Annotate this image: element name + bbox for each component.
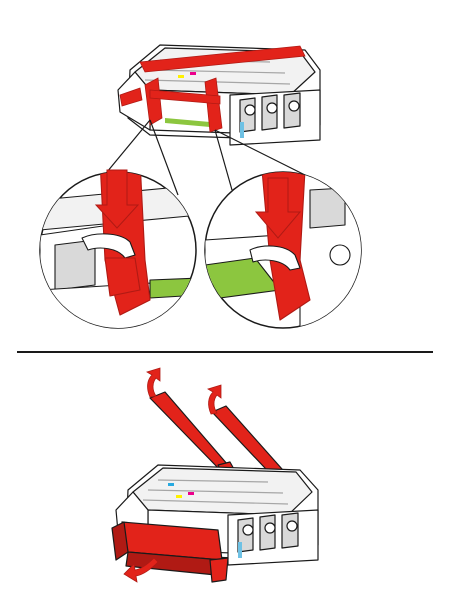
curved-arrow-icon xyxy=(207,384,222,415)
packing-straps-top xyxy=(119,45,306,133)
panel-1 xyxy=(39,44,362,329)
packing-cover xyxy=(111,521,229,583)
detail-right-strap-latch xyxy=(204,171,362,329)
detail-left-strap-latch xyxy=(39,169,197,329)
down-arrow-icon xyxy=(94,169,140,229)
curved-arrow-icon xyxy=(146,367,161,398)
panel-2 xyxy=(111,367,319,583)
curved-arrow-icon xyxy=(123,557,159,583)
down-arrow-icon xyxy=(254,177,302,239)
